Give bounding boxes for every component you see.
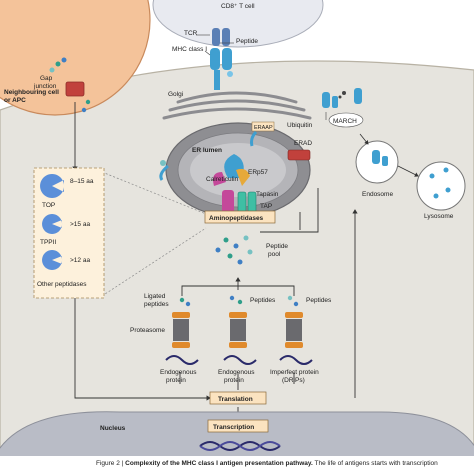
transcription-label: Transcription — [213, 424, 254, 431]
proteasome-left — [172, 312, 190, 348]
other-peptidases-label: Other peptidases — [37, 281, 87, 288]
ubiquitin-label: Ubiquitin — [287, 122, 313, 129]
imperfect-protein — [279, 355, 313, 365]
top-peptidase-icon — [40, 174, 65, 198]
march-box — [328, 112, 364, 128]
other-range-label: >12 aa — [70, 257, 90, 264]
neighbouring-cell — [0, 0, 151, 116]
cd8-t-cell-label: CD8⁺ T cell — [221, 3, 255, 10]
aminopeptidases-box — [204, 210, 276, 224]
transcription-box — [207, 419, 269, 433]
figure-caption: Figure 2 | Complexity of the MHC class I… — [96, 460, 438, 467]
tppii-icon — [42, 214, 63, 234]
nucleus-label: Nucleus — [100, 425, 126, 432]
caption-rest: The life of antigens starts with transcr… — [313, 460, 438, 467]
endogenous-1-a: Endogenous — [160, 369, 197, 376]
erad-label: ERAD — [294, 140, 312, 147]
tppii-range-label: >15 aa — [70, 221, 90, 228]
proteasome-right — [285, 312, 303, 348]
pathway-arrows — [72, 102, 358, 421]
imperfect-b: (DRiPs) — [282, 377, 305, 384]
peptide-pool-label-2: pool — [268, 251, 281, 258]
endogenous-protein-left — [165, 355, 199, 365]
caption-bold: Complexity of the MHC class I antigen pr… — [125, 460, 313, 467]
peptides-right-label: Peptides — [306, 297, 332, 304]
lysosome — [416, 161, 466, 211]
eraap-label: ERAAP — [254, 125, 273, 131]
caption-prefix: Figure 2 | — [96, 460, 125, 467]
erp57-label: ERp57 — [248, 169, 268, 176]
junction-label: junction — [33, 83, 57, 90]
gap-label: Gap — [40, 75, 53, 82]
top-range-label: 8–15 aa — [70, 178, 94, 185]
neighbouring-cell-label: Neighbouring cell — [4, 89, 59, 96]
ligated-peptides-label-1: Ligated — [144, 293, 166, 300]
proteasome-mid — [229, 312, 247, 348]
erad-channel — [287, 149, 311, 161]
endogenous-2-b: protein — [224, 377, 244, 384]
mhc-class-i-label: MHC class I — [172, 46, 207, 53]
translation-label: Translation — [218, 396, 253, 403]
endogenous-1-b: protein — [166, 377, 186, 384]
other-peptidase-icon — [42, 250, 63, 270]
peptide-top-label: Peptide — [236, 38, 258, 45]
dna-helix — [199, 441, 281, 451]
endosome-label: Endosome — [362, 191, 393, 198]
proteasome-label: Proteasome — [130, 327, 165, 334]
top-label: TOP — [42, 202, 55, 209]
eraap-box — [251, 121, 275, 132]
imperfect-a: Imperfect protein — [270, 369, 319, 376]
tppii-label: TPPII — [40, 239, 56, 246]
golgi — [162, 91, 312, 120]
endogenous-protein-mid — [223, 355, 257, 365]
peptide-pool — [215, 235, 253, 265]
calreticulin-label: Calreticulin — [206, 176, 239, 183]
er-lumen-label: ER lumen — [192, 147, 222, 154]
endogenous-2-a: Endogenous — [218, 369, 255, 376]
ligated-peptides-label-2: peptides — [144, 301, 169, 308]
aminopeptidases-label: Aminopeptidases — [209, 215, 264, 222]
lysosome-label: Lysosome — [424, 213, 454, 220]
tapasin-label: Tapasin — [256, 191, 279, 198]
or-apc-label: or APC — [4, 97, 26, 104]
tap-label: TAP — [260, 203, 272, 210]
calreticulin-shape — [213, 172, 226, 186]
march-label: MARCH — [333, 118, 357, 125]
cd8-t-cell — [152, 0, 324, 48]
nucleus — [0, 411, 474, 467]
tcr-mhc-complex — [210, 28, 233, 90]
peptide-pool-label-1: Peptide — [266, 243, 288, 250]
peptides-mid-label: Peptides — [250, 297, 276, 304]
golgi-label: Golgi — [168, 91, 183, 98]
translation-box — [209, 391, 267, 405]
gap-junction — [65, 81, 85, 97]
tcr-label: TCR — [184, 30, 198, 37]
mhc-ubiquitinated — [322, 88, 362, 108]
peptide-fragments — [179, 295, 299, 307]
